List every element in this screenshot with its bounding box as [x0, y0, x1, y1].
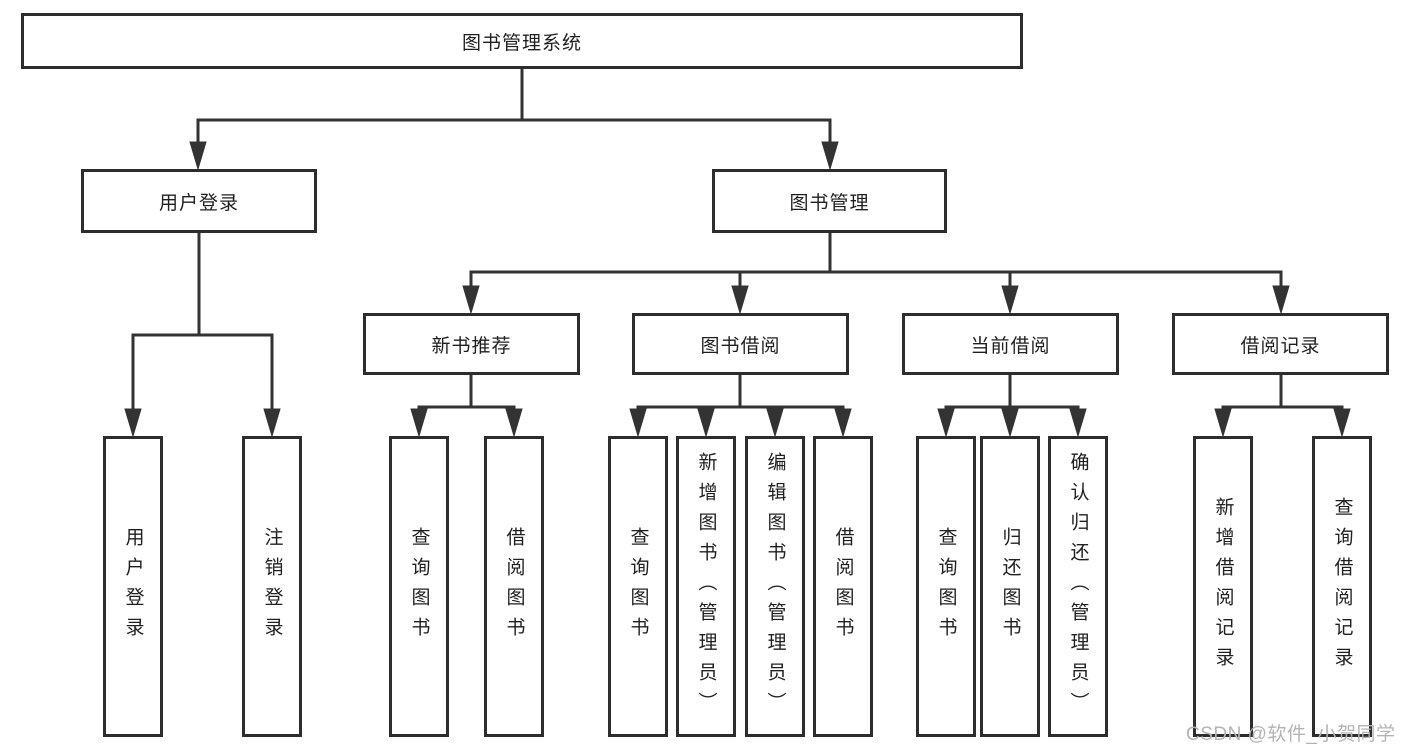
leaf-borrow-books-recommend-label: 借阅图书: [503, 526, 525, 647]
leaf-user-login: 用户登录: [103, 436, 163, 737]
csdn-watermark: CSDN @软件_小贺同学: [1186, 724, 1396, 745]
leaf-query-books-borrow: 查询图书: [608, 436, 668, 737]
node-book-management: 图书管理: [712, 169, 947, 233]
leaf-borrow-books-recommend: 借阅图书: [484, 436, 544, 737]
leaf-query-books-current: 查询图书: [916, 436, 976, 737]
leaf-query-books-borrow-label: 查询图书: [627, 526, 649, 647]
node-root: 图书管理系统: [21, 13, 1023, 69]
node-borrowing-records-label: 借阅记录: [1240, 335, 1321, 357]
node-current-borrowing-label: 当前借阅: [970, 335, 1051, 357]
node-book-borrowing-label: 图书借阅: [700, 335, 781, 357]
node-root-label: 图书管理系统: [461, 32, 582, 54]
leaf-add-book-admin: 新增图书（管理员）: [676, 436, 736, 737]
leaf-edit-book-admin: 编辑图书（管理员）: [745, 436, 805, 737]
node-current-borrowing: 当前借阅: [902, 313, 1119, 375]
leaf-edit-book-admin-label: 编辑图书（管理员）: [764, 451, 786, 722]
leaf-return-book: 归还图书: [980, 436, 1040, 737]
leaf-logout: 注销登录: [242, 436, 302, 737]
leaf-return-book-label: 归还图书: [999, 526, 1021, 647]
leaf-borrow-books-label: 借阅图书: [832, 526, 854, 647]
node-user-login-label: 用户登录: [158, 192, 239, 214]
leaf-logout-label: 注销登录: [261, 526, 283, 647]
leaf-query-borrow-record: 查询借阅记录: [1312, 436, 1372, 737]
leaf-query-books-current-label: 查询图书: [935, 526, 957, 647]
node-book-management-label: 图书管理: [789, 192, 870, 214]
leaf-borrow-books: 借阅图书: [813, 436, 873, 737]
node-new-book-recommend: 新书推荐: [363, 313, 580, 375]
node-borrowing-records: 借阅记录: [1172, 313, 1389, 375]
leaf-confirm-return-admin-label: 确认归还（管理员）: [1067, 451, 1089, 722]
node-new-book-recommend-label: 新书推荐: [431, 335, 512, 357]
leaf-add-borrow-record-label: 新增借阅记录: [1212, 496, 1234, 677]
leaf-user-login-label: 用户登录: [122, 526, 144, 647]
leaf-query-books-recommend: 查询图书: [389, 436, 449, 737]
leaf-confirm-return-admin: 确认归还（管理员）: [1048, 436, 1108, 737]
leaf-add-book-admin-label: 新增图书（管理员）: [695, 451, 717, 722]
leaf-query-books-recommend-label: 查询图书: [408, 526, 430, 647]
node-book-borrowing: 图书借阅: [632, 313, 849, 375]
node-user-login: 用户登录: [81, 169, 317, 233]
leaf-add-borrow-record: 新增借阅记录: [1193, 436, 1253, 737]
leaf-query-borrow-record-label: 查询借阅记录: [1331, 496, 1353, 677]
